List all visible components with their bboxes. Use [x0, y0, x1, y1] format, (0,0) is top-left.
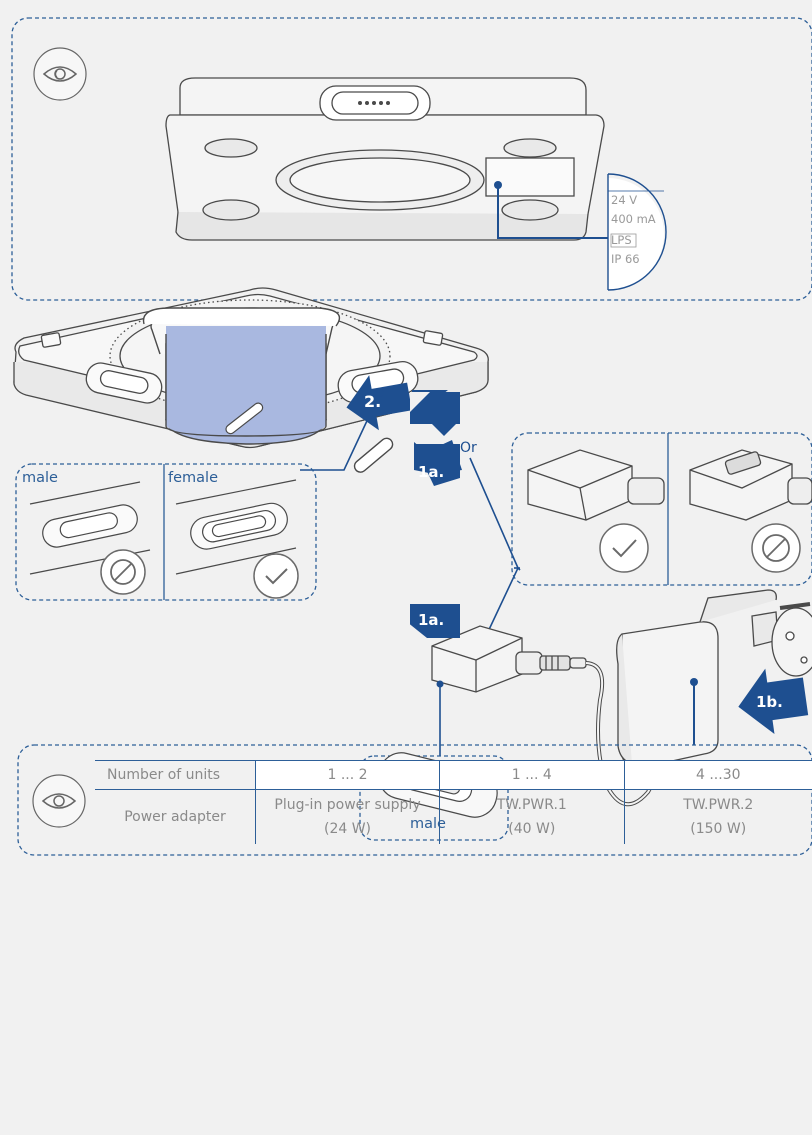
table-cell: 4 ...30 [624, 761, 812, 790]
spec-lps: LPS [611, 233, 632, 247]
step-1b-label: 1b. [756, 693, 783, 711]
table-row: Number of units 1 ... 2 1 ... 4 4 ...30 [95, 761, 812, 790]
wall-socket [772, 608, 812, 676]
step-1a-upper-label: 1a. [418, 463, 444, 481]
table-cell: TW.PWR.1 (40 W) [440, 790, 625, 845]
or-label: Or [460, 440, 477, 456]
eye-icon [34, 48, 86, 100]
table-cell: Plug-in power supply (24 W) [256, 790, 440, 845]
device-underside [166, 78, 604, 240]
check-icon [600, 524, 648, 572]
row-label: Number of units [95, 761, 256, 790]
prohibited-icon [752, 524, 800, 572]
spec-voltage: 24 V [611, 193, 637, 207]
row-label: Power adapter [95, 790, 256, 845]
spec-current: 400 mA [611, 212, 656, 226]
table-row: Power adapter Plug-in power supply (24 W… [95, 790, 812, 845]
spec-ip: IP 66 [611, 252, 640, 266]
check-icon [254, 554, 298, 598]
table-cell: TW.PWR.2 (150 W) [624, 790, 812, 845]
step-2-label: 2. [364, 392, 381, 411]
prohibited-icon [101, 550, 145, 594]
male-port-label: male [22, 470, 58, 486]
step-1a-lower-badge-label: 1a. [418, 611, 444, 629]
table-cell: 1 ... 4 [440, 761, 625, 790]
power-table: Number of units 1 ... 2 1 ... 4 4 ...30 … [95, 760, 812, 844]
eye-icon [33, 775, 85, 827]
female-port-label: female [168, 470, 218, 486]
table-cell: 1 ... 2 [256, 761, 440, 790]
